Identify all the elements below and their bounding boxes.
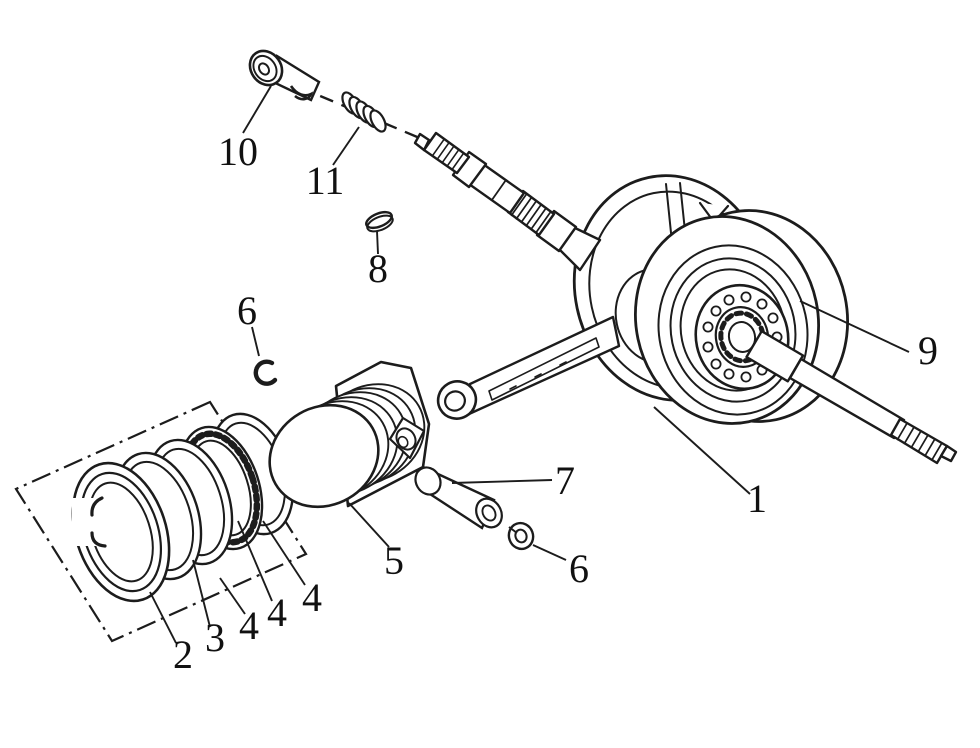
rod-lightening-slot bbox=[488, 337, 600, 401]
spline-hatching bbox=[431, 138, 465, 171]
key-underside-edge bbox=[366, 214, 394, 233]
piston-pin bbox=[414, 465, 503, 530]
crank-right-shaft bbox=[745, 330, 958, 465]
callout-label-4c: 4 bbox=[302, 575, 322, 620]
callout-4a: 4 bbox=[219, 577, 259, 648]
left-shaft-tip bbox=[413, 132, 431, 152]
ring-gap-hook-bottom bbox=[90, 531, 107, 548]
callout-5: 5 bbox=[348, 502, 404, 583]
callout-3: 3 bbox=[192, 559, 225, 660]
callout-4c: 4 bbox=[262, 520, 322, 620]
callout-11: 11 bbox=[306, 126, 360, 203]
callout-6-upper: 6 bbox=[237, 288, 260, 357]
callout-label-4a: 4 bbox=[239, 603, 259, 648]
leader-line bbox=[237, 520, 273, 602]
callout-1: 1 bbox=[653, 406, 767, 521]
leader-line bbox=[799, 300, 910, 353]
piston-ring-set bbox=[71, 412, 295, 603]
leader-line bbox=[451, 479, 553, 484]
pin-head-hole bbox=[257, 62, 271, 76]
callout-label-4b: 4 bbox=[267, 590, 287, 635]
leader-line bbox=[332, 126, 360, 166]
pin-bore bbox=[481, 504, 497, 522]
rod-slot-marks bbox=[509, 361, 567, 390]
circlip-lower bbox=[507, 521, 535, 551]
leader-line bbox=[251, 326, 260, 357]
piston bbox=[268, 360, 431, 509]
callout-10: 10 bbox=[218, 85, 272, 174]
ring-kit-dashdot-box bbox=[14, 400, 308, 643]
ring-gap bbox=[72, 498, 102, 546]
bearing-bore bbox=[727, 321, 757, 353]
callout-7: 7 bbox=[451, 458, 575, 503]
leader-line bbox=[348, 502, 390, 548]
coil-spring bbox=[341, 91, 387, 133]
callout-label-7: 7 bbox=[555, 458, 575, 503]
leader-line bbox=[219, 577, 246, 615]
callout-label-1: 1 bbox=[747, 476, 767, 521]
crankshaft-assembly-drawing bbox=[413, 131, 958, 465]
piston-crown bbox=[268, 403, 380, 509]
ring-gap-hook-top bbox=[90, 496, 104, 517]
callout-label-6-lower: 6 bbox=[569, 546, 589, 591]
thread-hatching-left bbox=[510, 193, 552, 234]
callout-label-10: 10 bbox=[218, 129, 258, 174]
leader-line bbox=[376, 230, 379, 255]
pin-head-rim bbox=[252, 54, 278, 83]
callout-2: 2 bbox=[149, 591, 193, 677]
head-pin bbox=[248, 49, 321, 102]
callout-6-lower: 6 bbox=[532, 544, 589, 591]
leader-line bbox=[242, 85, 272, 134]
right-shaft-tip bbox=[939, 444, 958, 463]
pin-clip-hook bbox=[289, 85, 314, 101]
leader-line bbox=[653, 406, 751, 495]
circlip-gap-mark bbox=[508, 526, 518, 534]
leader-line bbox=[149, 591, 177, 644]
leader-line bbox=[192, 559, 211, 628]
callout-label-6-upper: 6 bbox=[237, 288, 257, 333]
callout-9: 9 bbox=[799, 300, 938, 373]
callout-label-11: 11 bbox=[306, 158, 345, 203]
circlip-upper bbox=[253, 359, 278, 386]
woodruff-key bbox=[365, 210, 394, 233]
piston-ring-2-oil-ring bbox=[71, 461, 171, 603]
callout-label-8: 8 bbox=[368, 246, 388, 291]
thread-hatching-right bbox=[896, 422, 943, 461]
pin-hole-inner-edge bbox=[397, 435, 409, 449]
callout-label-5: 5 bbox=[384, 538, 404, 583]
connecting-rod bbox=[436, 315, 621, 420]
callout-4b: 4 bbox=[237, 520, 287, 635]
leader-line bbox=[262, 520, 306, 586]
callout-label-3: 3 bbox=[205, 615, 225, 660]
callout-label-2: 2 bbox=[173, 632, 193, 677]
leader-line bbox=[532, 544, 567, 561]
crank-left-shaft bbox=[413, 131, 602, 272]
callout-8: 8 bbox=[368, 230, 388, 291]
rod-small-end-bore bbox=[444, 390, 466, 412]
pin-near-end bbox=[414, 466, 442, 496]
callouts: 1 2 3 4 4 4 5 6 bbox=[149, 85, 938, 677]
callout-label-9: 9 bbox=[918, 328, 938, 373]
